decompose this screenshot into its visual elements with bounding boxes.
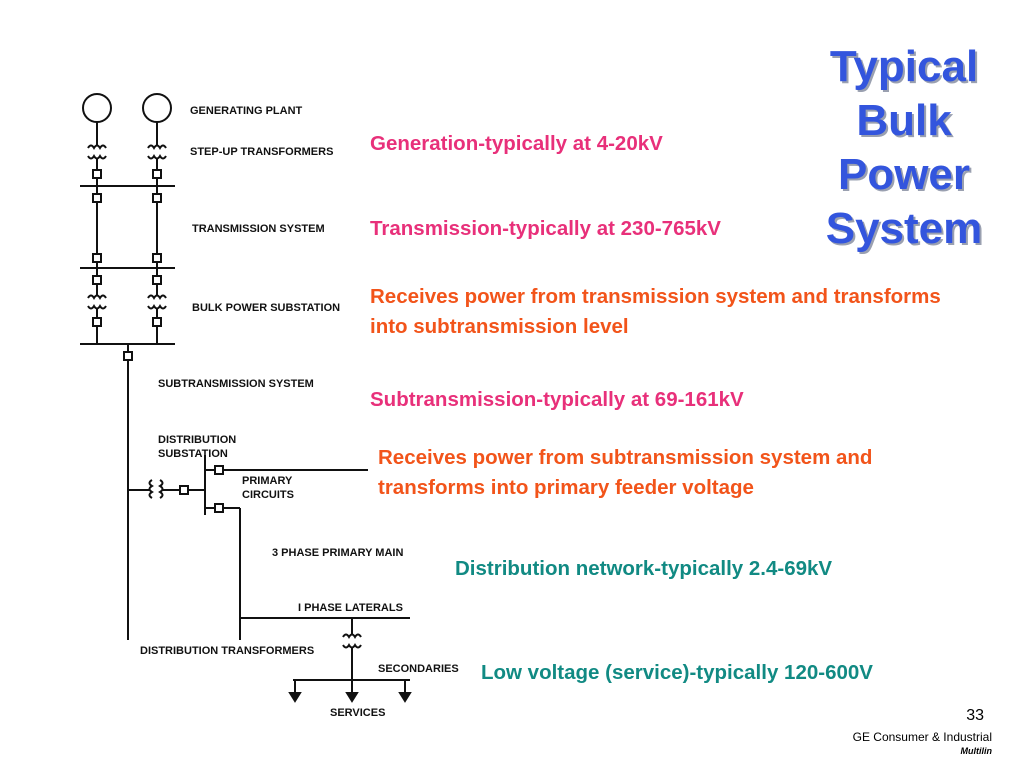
title-line: System: [825, 204, 983, 253]
title-line: Bulk: [856, 96, 952, 145]
service-transformer: [342, 633, 362, 639]
step-up-transformer-2: [147, 144, 167, 160]
title-line: Typical: [829, 42, 979, 91]
distribution-transformer: [148, 479, 154, 499]
label-dist-transformers: DISTRIBUTION TRANSFORMERS: [140, 645, 314, 657]
generator-2: [142, 93, 172, 123]
label-secondaries: SECONDARIES: [378, 663, 459, 675]
label-step-up: STEP-UP TRANSFORMERS: [190, 146, 333, 158]
note-bulk-substation: Receives power from transmission system …: [370, 285, 941, 338]
note-distribution-network: Distribution network-typically 2.4-69kV: [455, 557, 833, 580]
slide-title: Typical Bulk Power System: [818, 40, 990, 256]
label-one-phase: I PHASE LATERALS: [298, 602, 403, 614]
note-subtransmission: Subtransmission-typically at 69-161kV: [370, 388, 744, 411]
label-services: SERVICES: [330, 707, 385, 719]
footer-brand-logo: Multilin: [960, 746, 993, 756]
label-bulk-substation: BULK POWER SUBSTATION: [192, 302, 340, 314]
note-generation: Generation-typically at 4-20kV: [370, 132, 663, 155]
footer-company: GE Consumer & Industrial: [852, 730, 992, 744]
title-line: Power: [837, 150, 971, 199]
label-transmission: TRANSMISSION SYSTEM: [192, 223, 325, 235]
step-up-transformer-1: [87, 144, 107, 160]
label-subtransmission: SUBTRANSMISSION SYSTEM: [158, 378, 314, 390]
note-low-voltage: Low voltage (service)-typically 120-600V: [481, 661, 873, 684]
label-circuits: CIRCUITS: [242, 489, 294, 501]
generator-1: [82, 93, 112, 123]
note-transmission: Transmission-typically at 230-765kV: [370, 217, 721, 240]
note-distribution-substation: Receives power from subtransmission syst…: [378, 446, 873, 499]
label-generating-plant: GENERATING PLANT: [190, 105, 303, 117]
label-primary: PRIMARY: [242, 475, 293, 487]
page-number: 33: [966, 707, 984, 724]
label-three-phase: 3 PHASE PRIMARY MAIN: [272, 547, 403, 559]
label-distribution: DISTRIBUTION: [158, 434, 236, 446]
label-substation: SUBSTATION: [158, 448, 228, 460]
